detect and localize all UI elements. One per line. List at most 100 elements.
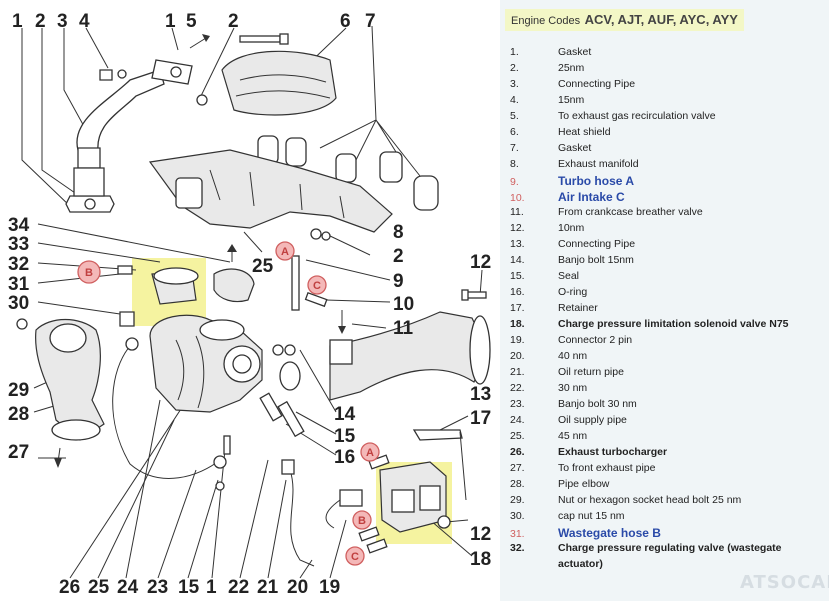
legend-item: 19.Connector 2 pin [510,334,633,346]
engine-codes-value: ACV, AJT, AUF, AYC, AYY [584,12,738,27]
callout-33: 33 [8,234,29,255]
legend-item: 26.Exhaust turbocharger [510,446,668,458]
legend-item: 6.Heat shield [510,126,611,138]
legend-item: 24.Oil supply pipe [510,414,627,426]
callout-4: 4 [79,11,90,32]
legend-item: 29.Nut or hexagon socket head bolt 25 nm [510,494,742,506]
part-13-connecting-pipe [329,311,491,401]
legend-panel [500,0,829,601]
marker-b-top: B [77,260,101,284]
legend-item: 32.Charge pressure regulating valve (was… [510,542,782,554]
callout-25: 25 [88,577,110,598]
part-6-heat-shield [221,50,337,116]
legend-item: 4.15nm [510,94,585,106]
legend-item: 18.Charge pressure limitation solenoid v… [510,318,789,330]
legend-item: 28.Pipe elbow [510,478,610,490]
callout-17: 17 [470,408,491,429]
legend-item-turbo-hose-a: 9.Turbo hose A [510,174,634,188]
callout-34: 34 [8,215,30,236]
callout-23: 23 [147,577,168,598]
svg-text:A: A [281,246,289,258]
callout-29: 29 [8,380,29,401]
leader-lines [21,25,483,579]
marker-a-bottom: A [360,442,380,462]
part-14-15-16-banjo-seal-oring [259,344,305,438]
part-29-nut [16,318,28,330]
svg-text:C: C [351,551,359,563]
svg-text:A: A [366,447,374,459]
callout-18: 18 [470,549,491,570]
callout-6: 6 [340,11,351,32]
watermark: ATSOCAD [740,572,829,593]
svg-text:C: C [313,280,321,292]
legend-item: 30.cap nut 15 nm [510,510,625,522]
marker-c-top: C [307,275,327,295]
exploded-turbo-diagram: A C B A B C 1 2 3 4 1 5 2 6 7 8 2 9 10 1… [8,11,491,598]
part-19-connector [325,489,363,529]
callout-31: 31 [8,274,30,295]
part-32-wastegate-actuator [117,265,199,305]
engine-codes-label: Engine Codes [511,15,581,27]
callout-26: 26 [59,577,80,598]
callout-16: 16 [334,447,355,468]
legend-item: 17.Retainer [510,302,598,314]
callout-27: 27 [8,442,29,463]
callout-1: 1 [206,577,217,598]
callout-12: 12 [470,524,491,545]
part-4-bolt [99,69,127,81]
callout-30: 30 [8,293,29,314]
legend-item: 16.O-ring [510,286,588,298]
marker-c-bottom: C [345,546,365,566]
part-12-bolt-top [461,289,487,301]
callout-3: 3 [57,11,68,32]
legend-item: 2.25nm [510,62,585,74]
marker-a-top: A [275,241,295,261]
legend-item-wastegate-hose-b: 31.Wastegate hose B [510,526,661,540]
part-11-arrow [338,310,346,334]
callout-24: 24 [117,577,139,598]
legend-item: 25.45 nm [510,430,588,442]
callout-22: 22 [228,577,249,598]
legend-item: 27.To front exhaust pipe [510,462,656,474]
callout-numbers: 1 2 3 4 1 5 2 6 7 8 2 9 10 11 12 13 14 1… [8,11,491,598]
part-7-gaskets [257,135,439,211]
callout-12: 12 [470,252,491,273]
legend-item-continued: actuator) [558,558,603,570]
part-1-gasket-left [65,195,115,213]
marker-b-bottom: B [352,510,372,530]
legend-item: 14.Banjo bolt 15nm [510,254,634,266]
part-8-exhaust-manifold [148,149,393,233]
part-2-bolt-top [196,33,289,106]
callout-10: 10 [393,294,414,315]
legend-item: 13.Connecting Pipe [510,238,636,250]
callout-15: 15 [178,577,200,598]
part-18-solenoid-valve [358,454,451,554]
legend-item: 1.Gasket [510,46,592,58]
callout-25: 25 [252,256,274,277]
legend-item-air-intake-c: 10.Air Intake C [510,190,625,204]
part-24-oil-supply-pipe [112,337,221,479]
callout-1: 1 [12,11,23,32]
callout-2: 2 [393,246,404,267]
part-10-air-intake [304,291,328,308]
callout-9: 9 [393,271,404,292]
callout-5: 5 [186,11,197,32]
callout-28: 28 [8,404,29,425]
svg-text:B: B [85,267,93,279]
callout-19: 19 [319,577,340,598]
legend-item: 15.Seal [510,270,580,282]
legend-item: 3.Connecting Pipe [510,78,636,90]
svg-text:B: B [358,515,366,527]
legend-item: 22.30 nm [510,382,588,394]
callout-20: 20 [287,577,308,598]
part-22-23-banjo-bolts [213,435,231,491]
part-9-turbo-hose [291,255,300,311]
callout-2: 2 [35,11,46,32]
callout-7: 7 [365,11,376,32]
part-5-arrow [189,34,210,49]
part-2-nut-mid [310,228,331,241]
legend-item: 20.40 nm [510,350,588,362]
callout-11: 11 [393,318,414,339]
part-34-intake-elbow [213,244,255,303]
part-21-oil-return-pipe [281,459,315,567]
